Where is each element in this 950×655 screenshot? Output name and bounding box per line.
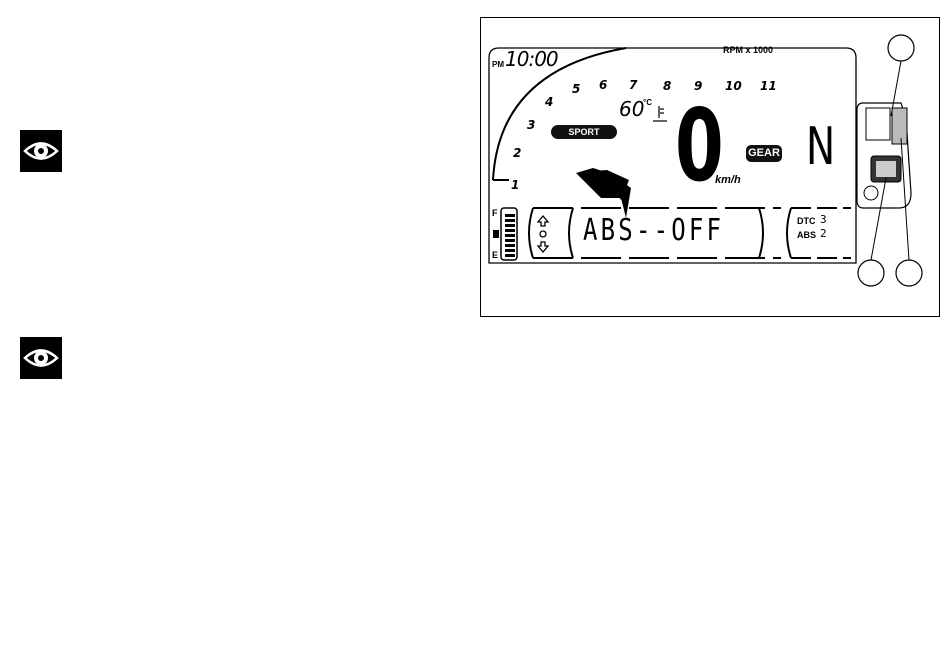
rpm-tick: 7 — [629, 78, 637, 92]
dtc-value: 3 — [820, 213, 827, 226]
abs-label: ABS — [797, 230, 816, 240]
rpm-tick: 8 — [663, 79, 671, 93]
clock-display: 10:00 — [505, 47, 558, 71]
rpm-tick: 2 — [513, 146, 521, 160]
rpm-tick: 5 — [572, 82, 580, 96]
fuel-full-label: F — [492, 208, 498, 218]
rpm-tick: 10 — [725, 79, 742, 93]
speed-unit: km/h — [715, 174, 741, 186]
temperature-unit: °C — [643, 98, 652, 107]
dashboard-figure: PM 10:00 RPM x 1000 1 2 3 4 5 6 7 8 9 10… — [480, 17, 940, 317]
eye-icon — [20, 337, 62, 379]
eye-icon — [20, 130, 62, 172]
gear-badge: GEAR — [746, 145, 782, 162]
temperature-display: 60 — [619, 97, 644, 121]
rpm-tick: 1 — [511, 178, 519, 192]
rpm-label: RPM x 1000 — [723, 45, 773, 55]
mode-badge: SPORT — [551, 125, 617, 139]
abs-value: 2 — [820, 227, 827, 240]
dtc-label: DTC — [797, 216, 816, 226]
gear-display: N — [806, 121, 835, 173]
rpm-tick: 11 — [760, 79, 777, 93]
message-display: ABS--OFF — [583, 213, 724, 248]
rpm-tick: 4 — [545, 95, 553, 109]
rpm-tick: 6 — [599, 78, 607, 92]
fuel-empty-label: E — [492, 250, 498, 260]
rpm-tick: 3 — [527, 118, 535, 132]
clock-period: PM — [492, 60, 504, 69]
